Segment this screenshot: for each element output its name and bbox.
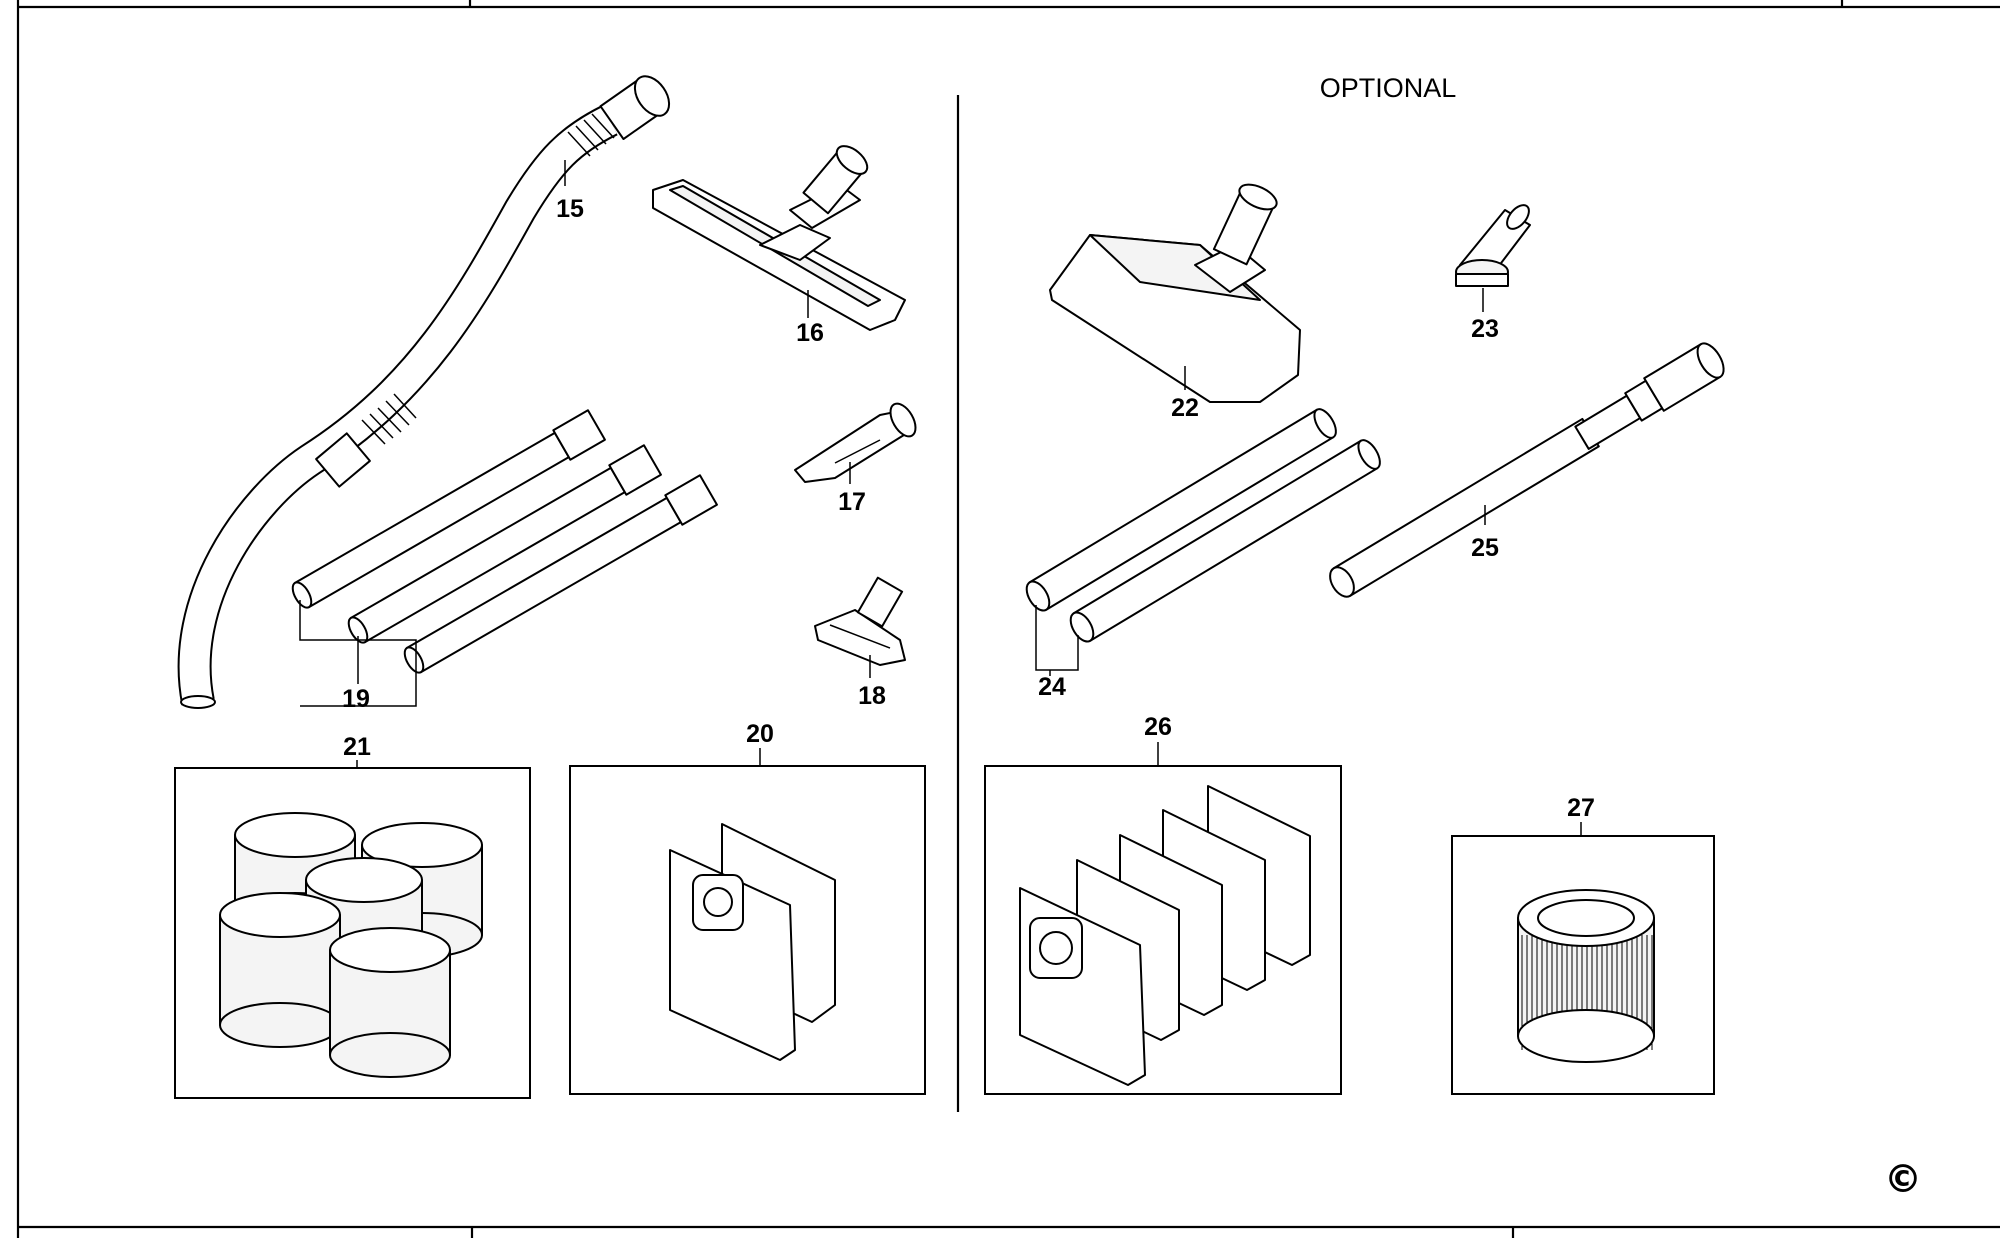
floor-nozzle-icon [652, 145, 906, 331]
part-number-19: 19 [342, 685, 370, 713]
part-number-25: 25 [1471, 534, 1499, 562]
part-number-18: 18 [858, 682, 886, 710]
part-number-22: 22 [1171, 394, 1199, 422]
dust-bag-icon [1019, 785, 1311, 1086]
part-number-27: 27 [1567, 794, 1595, 822]
copyright-mark: © [1884, 1157, 1922, 1201]
leader-24 [1035, 605, 1079, 676]
part-number-15: 15 [556, 195, 584, 223]
leader-19 [299, 600, 417, 707]
part-number-23: 23 [1471, 315, 1499, 343]
extension-tube-icon [1025, 408, 1381, 643]
sheet-frame [16, 0, 2000, 1238]
part-number-20: 20 [746, 720, 774, 748]
foam-filter-icon [219, 812, 483, 1078]
optional-heading: OPTIONAL [1320, 73, 1457, 103]
part-number-24: 24 [1038, 673, 1066, 701]
extension-tube-icon [291, 409, 718, 674]
crevice-tool-icon [794, 402, 917, 483]
hose-icon [177, 75, 671, 709]
part-number-21: 21 [343, 733, 371, 761]
cartridge-filter-icon [1517, 889, 1655, 1063]
upholstery-nozzle-icon [814, 576, 906, 666]
telescopic-tube-icon [1329, 342, 1725, 598]
part-number-26: 26 [1144, 713, 1172, 741]
floor-nozzle-icon [1049, 183, 1301, 403]
dust-bag-icon [669, 823, 836, 1061]
part-number-16: 16 [796, 319, 824, 347]
part-number-17: 17 [838, 488, 866, 516]
brush-icon [1455, 204, 1531, 287]
